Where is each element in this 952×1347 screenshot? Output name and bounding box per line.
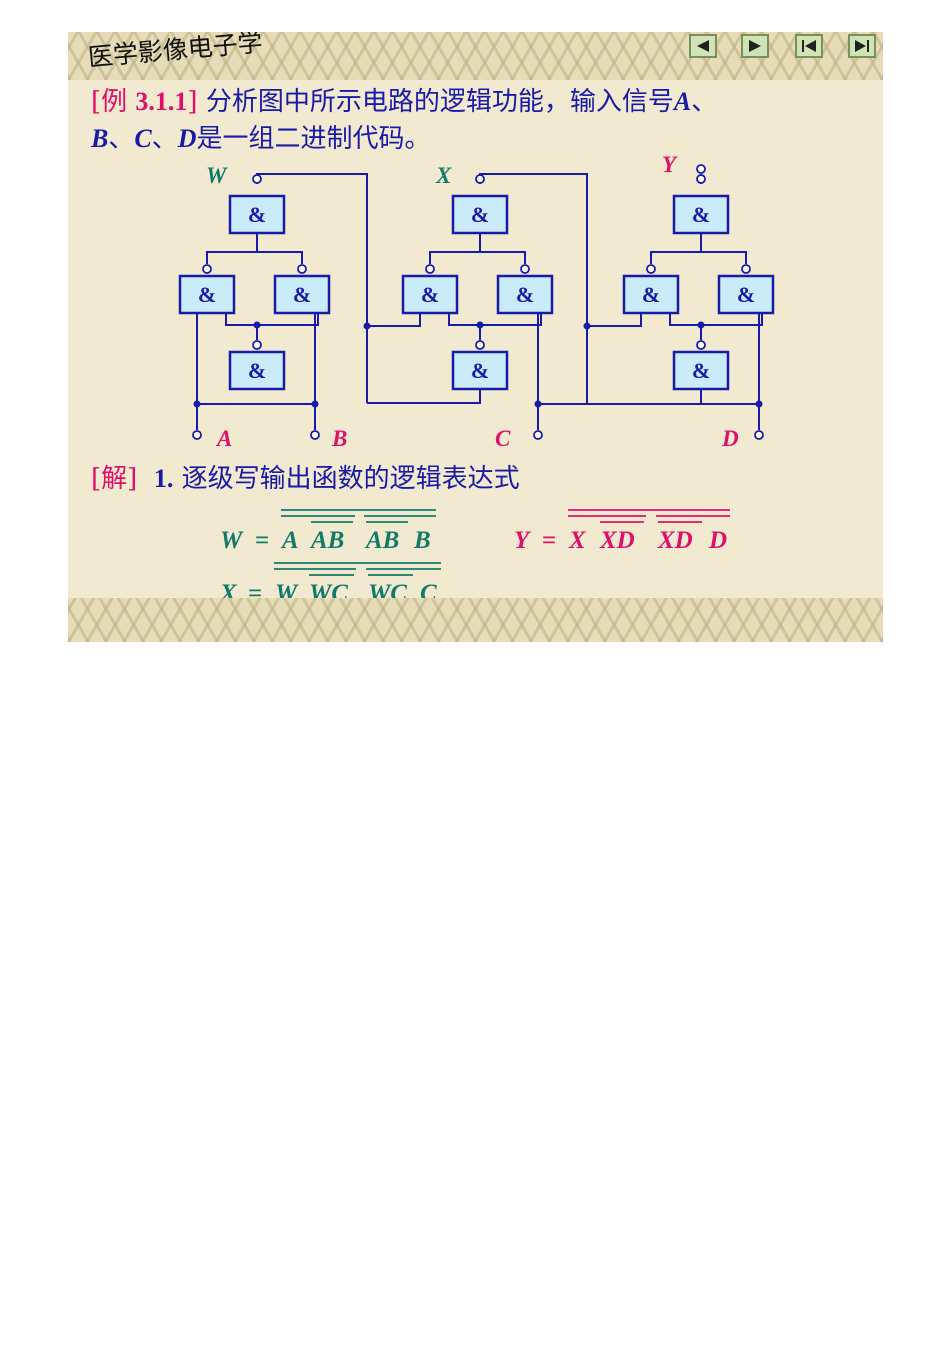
formula-y-t4: D (708, 527, 727, 554)
gate-x-right: & (496, 274, 554, 315)
gate-symbol: & (471, 358, 489, 383)
formula-w-t1: A (280, 527, 299, 554)
output-label-w: W (206, 163, 228, 188)
solution-step-text: 逐级写输出函数的逻辑表达式 (181, 464, 520, 494)
problem-var-b: B (91, 124, 109, 153)
prev-slide-icon (697, 40, 709, 52)
formula-w-t2: AB (309, 527, 344, 554)
input-label-d: D (721, 426, 739, 451)
gate-x-output: & (451, 194, 509, 235)
gate-w-right: & (273, 274, 331, 315)
output-label-y: Y (662, 152, 678, 177)
solution-heading: [解] 1. 逐级写输出函数的逻辑表达式 (91, 462, 520, 496)
gate-symbol: & (248, 202, 266, 227)
formula-y-t3: XD (657, 527, 693, 554)
formula-y-t1: X (568, 527, 587, 554)
gate-symbol: & (516, 282, 534, 307)
input-label-c: C (495, 426, 511, 451)
last-slide-button[interactable] (848, 34, 876, 58)
problem-var-c: C (134, 124, 152, 153)
gate-symbol: & (737, 282, 755, 307)
slide: 医学影像电子学 [例 3.1.1] 分析图中所示电路的逻辑功能，输入信号A、 B… (68, 32, 883, 642)
formula-x-t1: W (275, 580, 299, 598)
formula-w-lhs: W (220, 527, 244, 554)
problem-text-1: 分析图中所示电路的逻辑功能，输入信号 (205, 87, 674, 117)
formula-x-t3: WC (368, 580, 407, 598)
formula-y: Y = X XD XD D (514, 509, 730, 554)
problem-var-a: A (673, 87, 692, 116)
gate-symbol: & (642, 282, 660, 307)
input-label-a: A (215, 426, 232, 451)
example-bracket-close: ] (187, 87, 198, 117)
next-slide-icon (749, 40, 761, 52)
problem-text-2: 是一组二进制代码。 (196, 124, 431, 154)
gate-x-left: & (401, 274, 459, 315)
bottom-decorative-band (68, 598, 883, 642)
formula-w-t4: B (413, 527, 431, 554)
problem-statement-line1: [例 3.1.1] 分析图中所示电路的逻辑功能，输入信号A、 (91, 85, 717, 119)
junction-dots (193, 321, 763, 408)
input-label-b: B (331, 426, 347, 451)
problem-sep-3: 、 (151, 124, 178, 154)
terminals-and-bubbles (192, 164, 764, 440)
gate-y-output: & (672, 194, 730, 235)
formulas: W = A AB AB B X = W WC WC (219, 509, 730, 598)
gate-x-input: & (451, 350, 509, 391)
formula-x-lhs: X (219, 580, 238, 598)
gate-symbol: & (471, 202, 489, 227)
problem-sep-1: 、 (691, 87, 718, 117)
first-slide-button[interactable] (795, 34, 823, 58)
output-label-x: X (435, 163, 452, 188)
next-slide-button[interactable] (741, 34, 769, 58)
gate-y-right: & (717, 274, 775, 315)
nand-gates: & & & & & & & & & & & & (178, 194, 775, 391)
last-slide-icon (855, 40, 869, 52)
problem-statement-line2: B、C、D是一组二进制代码。 (91, 122, 431, 156)
formula-w-eq: = (255, 527, 269, 554)
gate-y-left: & (622, 274, 680, 315)
example-number: 3.1.1 (135, 87, 188, 116)
nand-circuit-diagram: & & & & & & & & & & & & W X Y A B C D W (178, 152, 775, 598)
solution-bracket: [解] (91, 464, 138, 494)
gate-symbol: & (692, 202, 710, 227)
formula-x-eq: = (248, 580, 262, 598)
first-slide-icon (802, 40, 816, 52)
gate-y-input: & (672, 350, 730, 391)
circuit-labels: W X Y A B C D (206, 152, 739, 451)
gate-symbol: & (293, 282, 311, 307)
gate-symbol: & (248, 358, 266, 383)
gate-w-input: & (228, 350, 286, 391)
formula-w-t3: AB (364, 527, 399, 554)
gate-w-left: & (178, 274, 236, 315)
formula-x-t2: WC (309, 580, 348, 598)
solution-step-number: 1. (153, 464, 174, 493)
example-bracket-open: [例 (91, 87, 128, 117)
formula-x-t4: C (420, 580, 437, 598)
problem-var-d: D (177, 124, 197, 153)
prev-slide-button[interactable] (689, 34, 717, 58)
formula-w: W = A AB AB B (220, 509, 436, 554)
formula-y-eq: = (542, 527, 556, 554)
problem-sep-2: 、 (108, 124, 135, 154)
gate-w-output: & (228, 194, 286, 235)
gate-symbol: & (198, 282, 216, 307)
gate-symbol: & (421, 282, 439, 307)
formula-x: X = W WC WC C (219, 562, 441, 598)
formula-y-lhs: Y (514, 527, 532, 554)
gate-symbol: & (692, 358, 710, 383)
formula-y-t2: XD (599, 527, 635, 554)
